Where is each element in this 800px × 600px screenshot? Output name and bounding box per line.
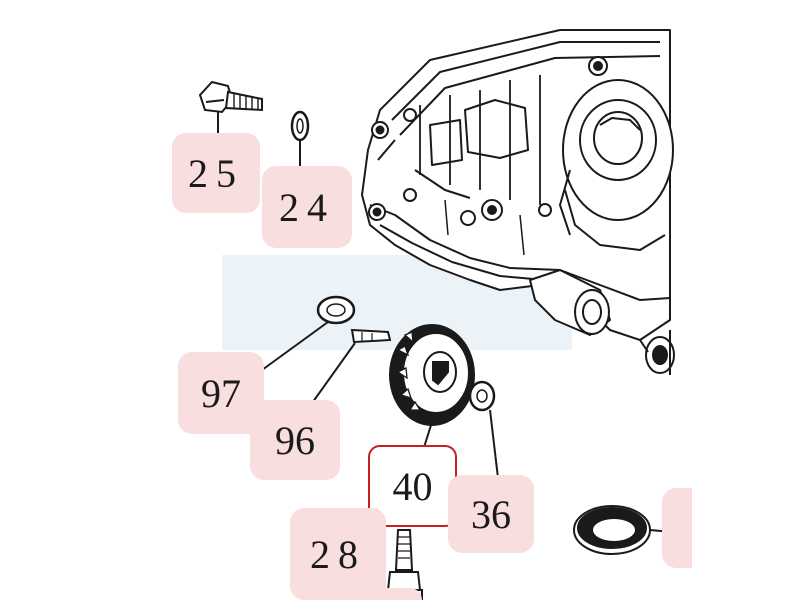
washer-24: [290, 110, 310, 142]
leader-36: [489, 409, 499, 479]
washer-97: [316, 295, 356, 325]
callout-25[interactable]: 25: [172, 133, 260, 213]
leader-97: [261, 321, 329, 371]
callout-28-text: 28: [310, 531, 366, 577]
callout-36[interactable]: 36: [448, 475, 534, 553]
bolt-25: [198, 80, 263, 114]
key-96: [350, 328, 392, 344]
callout-40-text: 40: [392, 463, 433, 509]
gear-40: [389, 324, 475, 426]
washer-36-bore: [476, 389, 488, 403]
callout-97[interactable]: 97: [178, 352, 264, 434]
callout-24[interactable]: 24: [262, 166, 352, 248]
callout-24-text: 24: [279, 184, 335, 230]
seal-ring: [573, 505, 673, 555]
callout-96[interactable]: 96: [250, 400, 340, 480]
callout-96-text: 96: [275, 417, 315, 463]
washer-97-bore: [326, 303, 346, 317]
callout-28[interactable]: 28: [290, 508, 386, 600]
callout-36-text: 36: [471, 491, 511, 537]
washer-24-bore: [296, 118, 304, 134]
crankcase-housing: [361, 29, 675, 375]
washer-36: [468, 380, 496, 412]
callout-25-text: 25: [188, 150, 244, 196]
callout-97-text: 97: [201, 370, 241, 416]
callout-40-selected[interactable]: 40: [368, 445, 457, 527]
callout-offscreen-bottom: [352, 588, 422, 600]
callout-offscreen-right: [662, 488, 692, 568]
